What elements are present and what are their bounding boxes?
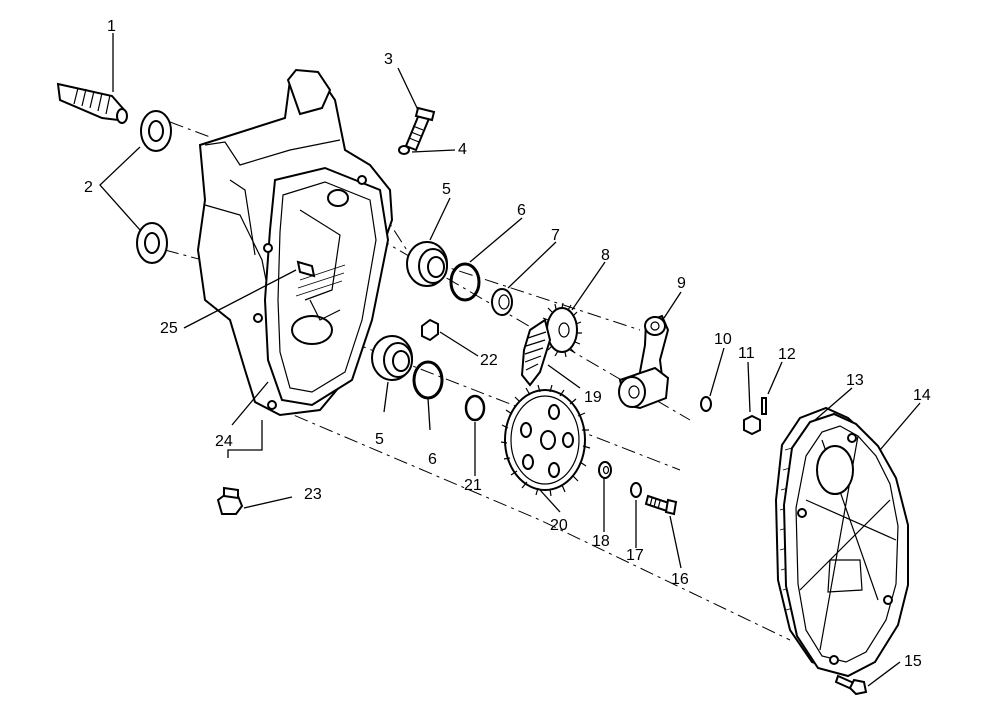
callout-2: 2 — [84, 179, 93, 196]
sprocket-bolt — [644, 494, 678, 516]
callout-12: 12 — [778, 346, 796, 363]
input-shaft — [56, 82, 128, 124]
drain-plug — [216, 486, 244, 515]
callout-3: 3 — [384, 51, 393, 68]
callout-24: 24 — [215, 433, 233, 450]
callout-20: 20 — [550, 517, 568, 534]
bolt-washer — [398, 145, 410, 155]
callout-6-upper: 6 — [517, 202, 526, 219]
chaincase-cover — [782, 412, 909, 678]
callout-13: 13 — [846, 372, 864, 389]
sprocket-washer — [598, 461, 612, 479]
drive-chain — [520, 318, 552, 387]
lock-washer — [630, 482, 642, 498]
callout-5-lower: 5 — [375, 431, 384, 448]
lower-shaft-seal — [136, 222, 168, 264]
spacer — [491, 288, 513, 316]
callout-labels: 1 2 3 4 5 5 6 6 7 8 9 10 11 12 13 14 15 … — [84, 18, 931, 670]
callout-1: 1 — [107, 18, 116, 35]
tensioner-arm — [618, 314, 670, 410]
callout-21: 21 — [464, 477, 482, 494]
callout-9: 9 — [677, 275, 686, 292]
cover-bolt — [834, 674, 868, 696]
callout-14: 14 — [913, 387, 931, 404]
lower-snap-ring — [412, 360, 444, 400]
callout-19: 19 — [584, 389, 602, 406]
callout-22: 22 — [480, 352, 498, 369]
callout-7: 7 — [551, 227, 560, 244]
callout-15: 15 — [904, 653, 922, 670]
large-sprocket — [500, 384, 591, 497]
center-nut — [421, 318, 439, 342]
lower-bearing — [371, 335, 413, 381]
arm-washer — [700, 396, 712, 412]
housing-bolt — [404, 106, 436, 152]
callout-17: 17 — [626, 547, 644, 564]
chaincase-housing — [196, 68, 394, 417]
upper-snap-ring — [449, 262, 481, 302]
cotter-pin — [761, 397, 767, 415]
callout-11: 11 — [738, 345, 755, 362]
upper-bearing — [406, 241, 448, 287]
leader-lines — [99, 33, 921, 687]
callout-5-upper: 5 — [442, 181, 451, 198]
callout-8: 8 — [601, 247, 610, 264]
callout-23: 23 — [304, 486, 322, 503]
callout-6-lower: 6 — [428, 451, 437, 468]
callout-4: 4 — [458, 141, 467, 158]
callout-16: 16 — [671, 571, 689, 588]
lower-washer — [464, 394, 486, 422]
castle-nut — [743, 414, 761, 436]
callout-10: 10 — [714, 331, 732, 348]
upper-shaft-seal — [140, 110, 172, 152]
callout-25: 25 — [160, 320, 178, 337]
dowel-pin — [296, 260, 316, 278]
callout-18: 18 — [592, 533, 610, 550]
